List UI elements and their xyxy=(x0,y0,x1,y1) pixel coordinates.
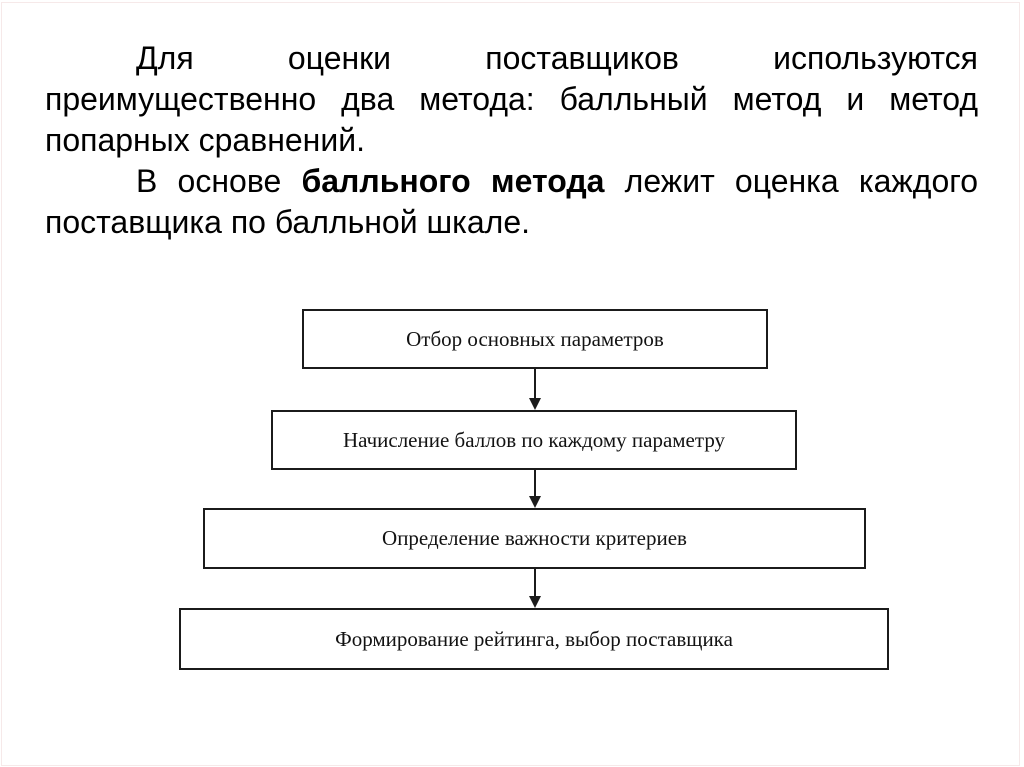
flowchart-box-label: Начисление баллов по каждому параметру xyxy=(342,427,726,452)
flowchart-box-rating-supplier-choice: Формирование рейтинга, выбор поставщика xyxy=(179,608,889,670)
flowchart-box-label: Формирование рейтинга, выбор поставщика xyxy=(335,626,733,651)
flow-arrow-head-2 xyxy=(529,496,541,508)
flowchart-box-label: Определение важности критериев xyxy=(382,526,687,550)
flow-arrow-line-2 xyxy=(534,470,536,497)
flow-arrow-line-1 xyxy=(534,369,536,399)
paragraph1-line1: Для оценки поставщиков используются xyxy=(136,40,978,76)
paragraph2-line1-prefix: В основе xyxy=(136,163,282,199)
flow-arrow-head-3 xyxy=(529,596,541,608)
flowchart-box-assign-scores: Начисление баллов по каждому параметру xyxy=(271,410,797,470)
flow-arrow-line-3 xyxy=(534,569,536,597)
intro-text-block: Для оценки поставщиков используются преи… xyxy=(45,38,978,243)
paragraph2-line2: поставщика по балльной шкале. xyxy=(45,204,530,240)
paragraph1-line3: попарных сравнений. xyxy=(45,122,365,158)
paragraph2-line1-suffix: лежит оценка каждого xyxy=(624,163,979,199)
paragraph1-line2: преимущественно два метода: балльный мет… xyxy=(45,81,978,117)
flow-arrow-head-1 xyxy=(529,398,541,410)
paragraph2-line1: В основе балльного метода лежит оценка к… xyxy=(45,161,978,202)
flowchart-box-label: Отбор основных параметров xyxy=(406,326,664,351)
paragraph2-line1-bold-term: балльного метода xyxy=(301,163,605,199)
flowchart-box-criteria-importance: Определение важности критериев xyxy=(203,508,866,569)
flowchart-box-select-parameters: Отбор основных параметров xyxy=(302,309,768,369)
